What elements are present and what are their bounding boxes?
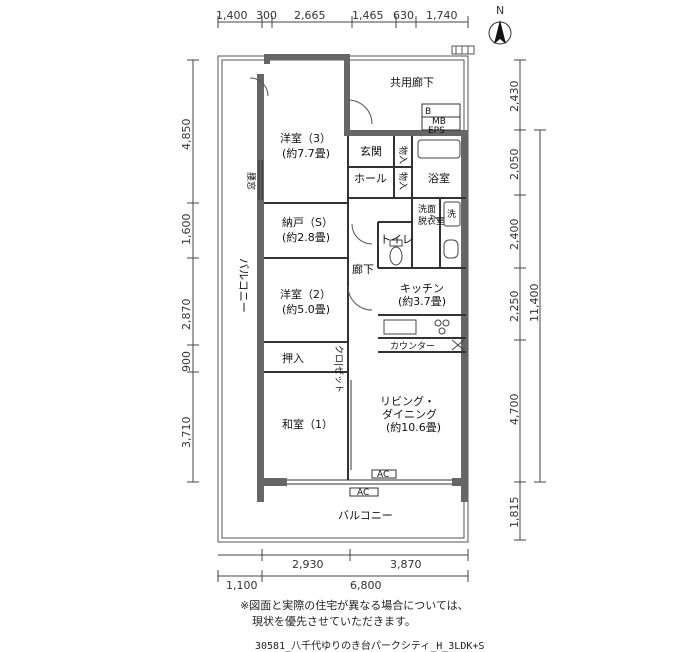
dim-right-2: 2,050 xyxy=(508,149,521,181)
door-swings xyxy=(249,77,441,311)
dim-left-5: 3,710 xyxy=(180,417,193,449)
plan-caption: 30581_八千代ゆりのき台パークシティ_H_3LDK+S xyxy=(255,641,485,652)
dim-bottom-3: 1,100 xyxy=(226,579,258,592)
balcony-bottom-label: バルコニー xyxy=(338,509,393,522)
disclaimer-line-2: 現状を優先させていただきます。 xyxy=(252,615,416,628)
ac1-label: AC xyxy=(377,470,389,480)
dim-top-2: 300 xyxy=(256,9,277,22)
mb-label: MB xyxy=(432,117,446,127)
dim-right-4: 2,250 xyxy=(508,291,521,323)
washroom-label-2: 脱衣室 xyxy=(418,215,445,227)
genkan-label: 玄関 xyxy=(360,144,382,158)
b-label: B xyxy=(425,107,431,117)
wash-mark: 洗 xyxy=(447,208,456,220)
washroom-label-1: 洗面 xyxy=(418,203,436,215)
toilet-label: トイレ xyxy=(380,233,413,246)
dim-top-1: 1,400 xyxy=(216,9,248,22)
storage1-label: 物入 xyxy=(397,146,409,164)
dim-left-4: 900 xyxy=(180,351,193,372)
room3-name: 洋室（3） xyxy=(280,131,331,145)
eps-label: EPS xyxy=(428,126,445,136)
bath-fixtures xyxy=(383,139,465,351)
closet-label: クロ|ゼット xyxy=(333,345,345,393)
bottom-dimension-line xyxy=(217,549,469,582)
dim-right-total: 11,400 xyxy=(528,284,541,323)
dim-right-5: 4,700 xyxy=(508,394,521,426)
dim-right-6: 1,815 xyxy=(508,497,521,529)
koshimado-label: 腰窓 xyxy=(245,172,257,190)
top-dimension-line xyxy=(217,16,469,28)
right-dimension-line xyxy=(514,59,546,541)
windows xyxy=(258,160,452,485)
dim-right-3: 2,400 xyxy=(508,219,521,251)
dim-top-6: 1,740 xyxy=(426,9,458,22)
room2-name: 洋室（2） xyxy=(280,287,331,301)
corridor-label: 廊下 xyxy=(352,262,374,276)
living-size: (約10.6畳) xyxy=(386,420,441,434)
dim-bottom-2: 3,870 xyxy=(390,558,422,571)
room3-size: (約7.7畳) xyxy=(282,146,330,160)
dim-bottom-4: 6,800 xyxy=(350,579,382,592)
dim-left-1: 4,850 xyxy=(180,119,193,151)
left-dimension-line xyxy=(187,59,199,483)
living-name-2: ダイニング xyxy=(382,407,437,421)
hall-label: ホール xyxy=(354,172,387,185)
balcony-rail xyxy=(451,45,475,55)
dim-top-4: 1,465 xyxy=(352,9,384,22)
disclaimer-line-1: ※図面と実際の住宅が異なる場合については、 xyxy=(240,599,469,612)
balcony-side-label: バルコニー xyxy=(237,258,250,313)
oshiire-label: 押入 xyxy=(282,351,304,365)
nando-size: (約2.8畳) xyxy=(282,230,330,244)
common-corridor-label: 共用廊下 xyxy=(390,75,434,89)
counter-label: カウンター xyxy=(390,341,435,352)
living-name-1: リビング・ xyxy=(380,394,435,408)
ac-boxes xyxy=(349,469,397,497)
mb-eps-box xyxy=(421,103,461,131)
nando-name: 納戸（S） xyxy=(282,216,333,229)
north-arrow: N xyxy=(488,4,512,45)
dim-right-1: 2,430 xyxy=(508,81,521,113)
bath-label: 浴室 xyxy=(428,171,450,185)
room2-size: (約5.0畳) xyxy=(282,302,330,316)
kitchen-name: キッチン xyxy=(400,282,444,295)
dim-top-3: 2,665 xyxy=(294,9,326,22)
storage2-label: 物入 xyxy=(397,172,409,190)
kitchen-size: (約3.7畳) xyxy=(398,294,446,308)
dim-bottom-1: 2,930 xyxy=(292,558,324,571)
dim-top-5: 630 xyxy=(393,9,414,22)
ac2-label: AC xyxy=(357,488,369,498)
washitsu-name: 和室（1） xyxy=(282,417,333,431)
dim-left-3: 2,870 xyxy=(180,299,193,331)
dim-left-2: 1,600 xyxy=(180,214,193,246)
compass-label: N xyxy=(496,4,504,17)
